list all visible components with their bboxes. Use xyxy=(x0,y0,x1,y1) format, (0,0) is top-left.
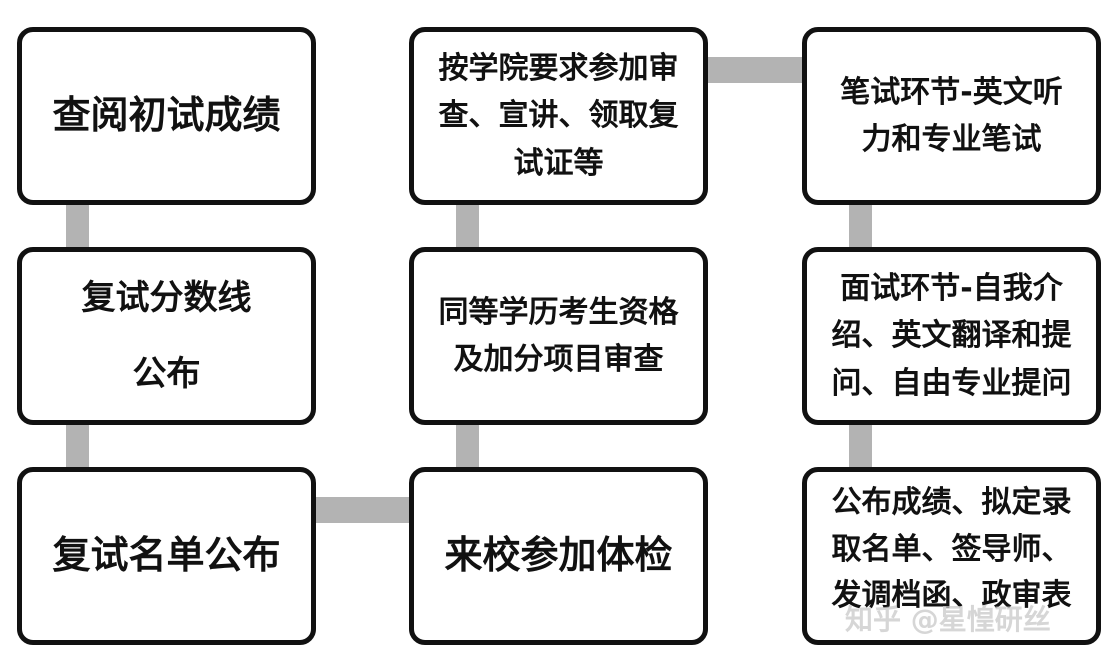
node-label: 面试环节-自我介 绍、英文翻译和提 问、自由专业提问 xyxy=(831,270,1072,401)
connector-n5-n6 xyxy=(456,203,479,249)
node-retest-cutoff-published: 复试分数线 公布 xyxy=(17,247,316,425)
node-label: 同等学历考生资格 及加分项目审查 xyxy=(438,294,679,377)
watermark: 知乎 @星惶研丝 xyxy=(845,603,1051,636)
node-written-exam: 笔试环节-英文听 力和专业笔试 xyxy=(802,27,1101,205)
connector-n3-n4 xyxy=(314,497,411,523)
node-physical-exam: 来校参加体检 xyxy=(409,467,708,645)
node-results-and-admission: 公布成绩、拟定录 取名单、签导师、 发调档函、政审表 xyxy=(802,467,1101,645)
connector-n2-n3 xyxy=(66,423,89,469)
node-equivalent-qualification-review: 同等学历考生资格 及加分项目审查 xyxy=(409,247,708,425)
connector-n6-n7 xyxy=(706,57,804,83)
node-interview: 面试环节-自我介 绍、英文翻译和提 问、自由专业提问 xyxy=(802,247,1101,425)
connector-n7-n8 xyxy=(849,203,872,249)
node-check-initial-scores: 查阅初试成绩 xyxy=(17,27,316,205)
connector-n4-n5 xyxy=(456,423,479,469)
node-label: 来校参加体检 xyxy=(444,533,673,578)
node-label: 查阅初试成绩 xyxy=(52,93,281,138)
node-label: 公布成绩、拟定录 取名单、签导师、 发调档函、政审表 xyxy=(831,485,1072,613)
node-college-review-briefing: 按学院要求参加审 查、宣讲、领取复 试证等 xyxy=(409,27,708,205)
connector-n1-n2 xyxy=(66,203,89,249)
node-label: 笔试环节-英文听 力和专业笔试 xyxy=(840,74,1063,157)
node-label: 按学院要求参加审 查、宣讲、领取复 试证等 xyxy=(438,50,679,181)
node-retest-list-published: 复试名单公布 xyxy=(17,467,316,645)
node-label: 复试分数线 公布 xyxy=(81,277,252,395)
node-label: 复试名单公布 xyxy=(52,533,281,578)
connector-n8-n9 xyxy=(849,423,872,469)
